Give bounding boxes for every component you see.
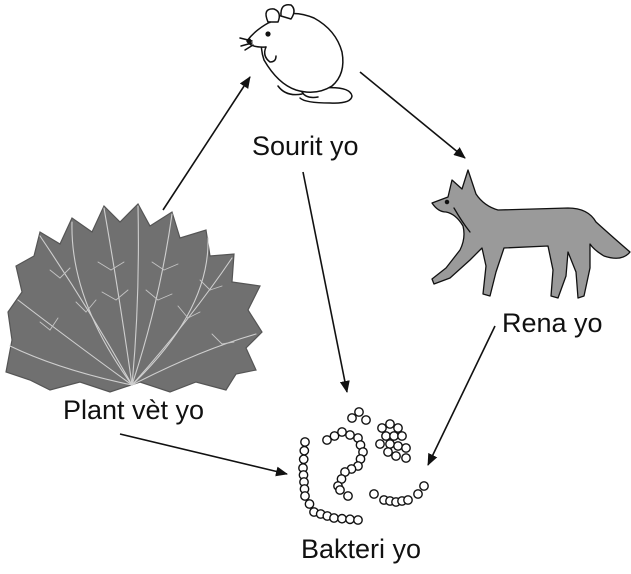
plants-label: Plant vèt yo: [63, 395, 204, 426]
fox-label: Rena yo: [502, 308, 603, 339]
bacterium-cell: [402, 444, 410, 452]
bacterium-cell: [402, 454, 410, 462]
bacterium-cell: [338, 428, 346, 436]
bacterium-cell: [382, 432, 390, 440]
bacterium-cell: [386, 440, 394, 448]
bacterium-cell: [344, 492, 352, 500]
bacterium-cell: [370, 490, 378, 498]
bacterium-cell: [404, 496, 412, 504]
arrow-mouse-to-bacteria: [303, 172, 347, 392]
bacterium-cell: [348, 414, 356, 422]
bacterium-cell: [394, 442, 402, 450]
bacterium-cell: [346, 515, 354, 523]
arrow-mouse-to-fox: [360, 72, 465, 158]
bacterium-cell: [362, 416, 370, 424]
bacterium-cell: [398, 432, 406, 440]
bacterium-cell: [378, 424, 386, 432]
bacterium-cell: [420, 482, 428, 490]
bacterium-cell: [305, 500, 313, 508]
bacterium-cell: [386, 420, 394, 428]
bacterium-cell: [338, 515, 346, 523]
fern-plant-icon: [6, 204, 262, 392]
bacterium-cell: [384, 448, 392, 456]
bacteria-label: Bakteri yo: [301, 534, 421, 565]
bacterium-cell: [300, 447, 308, 455]
bacterium-cell: [330, 514, 338, 522]
bacterium-cell: [376, 440, 384, 448]
fox-icon: [432, 170, 630, 298]
bacterium-cell: [394, 424, 402, 432]
bacteria-icon: [299, 408, 428, 524]
bacterium-cell: [301, 492, 309, 500]
arrow-plants-to-bacteria: [120, 434, 287, 474]
bacterium-cell: [392, 452, 400, 460]
bacterium-cell: [355, 408, 363, 416]
bacterium-cell: [346, 431, 354, 439]
mouse-label: Sourit yo: [252, 131, 359, 162]
bacterium-cell: [336, 486, 344, 494]
mouse-icon: [240, 5, 352, 103]
bacterium-cell: [414, 490, 422, 498]
bacterium-cell: [390, 432, 398, 440]
arrow-plants-to-mouse: [163, 77, 250, 210]
arrow-fox-to-bacteria: [428, 326, 495, 465]
bacterium-cell: [300, 455, 308, 463]
bacterium-cell: [354, 516, 362, 524]
bacterium-cell: [301, 438, 309, 446]
